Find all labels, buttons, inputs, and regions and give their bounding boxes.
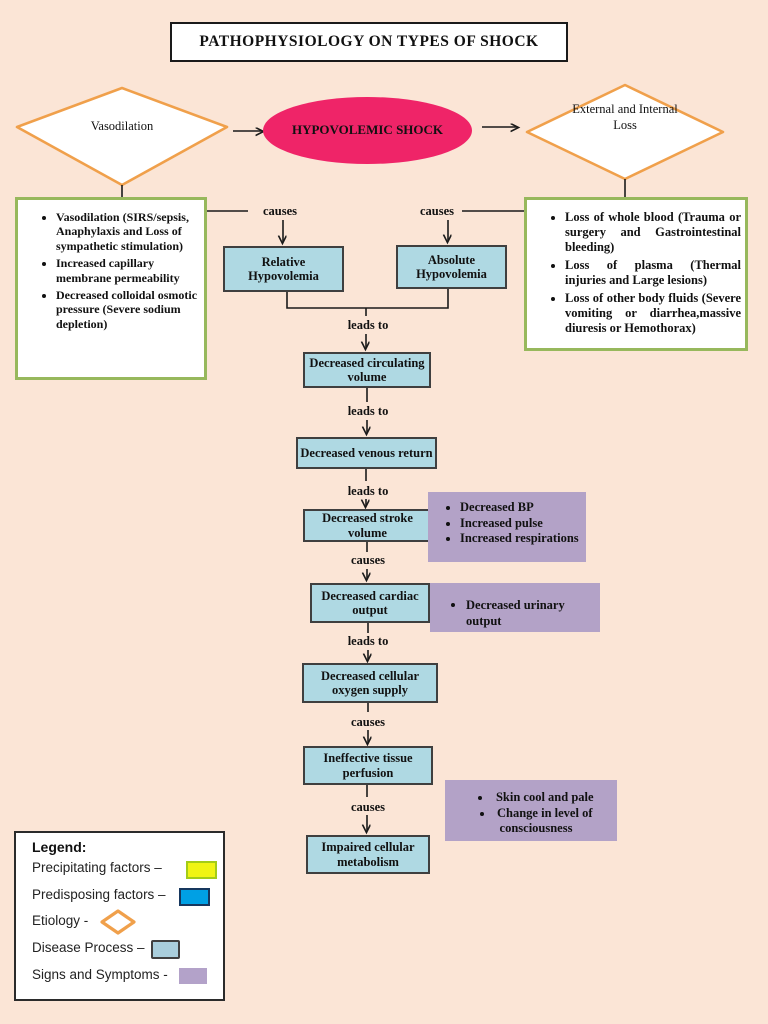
legend-row-disease-process: Disease Process – [16,937,223,959]
bullet-item: Decreased BP [460,500,584,516]
process-box-decreased-cellular-oxygen-supply: Decreased cellular oxygen supply [302,663,438,703]
process-box-decreased-circulating-volume: Decreased circulating volume [303,352,431,388]
legend-label: Precipitating factors – [32,860,162,875]
bullet-item: Decreased colloidal osmotic pressure (Se… [56,288,200,331]
bullet-item: Increased respirations [460,531,584,547]
connector-label-causes-right: causes [419,204,455,218]
legend-title: Legend: [32,839,87,855]
legend-label: Disease Process – [32,940,145,955]
hypovolemic-shock-label: HYPOVOLEMIC SHOCK [291,122,444,138]
signs-list: Skin cool and pale Change in level of co… [451,790,611,837]
merge-connector [286,289,449,348]
connector-label: leads to [347,484,389,498]
connector-label-causes-left: causes [262,204,298,218]
etiology-diamond-left-label: Vasodilation [90,119,154,133]
hypovolemic-shock-ellipse: HYPOVOLEMIC SHOCK [263,97,472,164]
process-box-decreased-cardiac-output: Decreased cardiac output [310,583,430,623]
bullet-item: Change in level of consciousness [461,806,611,837]
connector-label: leads to [347,404,389,418]
disease-process-swatch [151,940,180,959]
process-box-decreased-venous-return: Decreased venous return [296,437,437,469]
legend-label: Predisposing factors – [32,887,166,902]
bullet-item: Loss of whole blood (Trauma or surgery a… [565,210,741,255]
causes-right-connector [448,210,524,241]
causes-left-connector [207,210,283,242]
legend-row-signs-symptoms: Signs and Symptoms - [16,964,223,986]
signs-symptoms-swatch [179,968,207,984]
diamond-swatch [96,908,140,936]
bullet-item: Increased capillary membrane permeabilit… [56,256,200,285]
bullet-item: Decreased urinary output [466,595,598,629]
connector-label: causes [350,553,386,567]
bullet-item: Skin cool and pale [461,790,611,806]
process-box-ineffective-tissue-perfusion: Ineffective tissue perfusion [303,746,433,785]
process-box-absolute-hypovolemia: Absolute Hypovolemia [396,245,507,289]
precipitating-factors-left-list: Vasodilation (SIRS/sepsis, Anaphylaxis a… [18,210,200,331]
legend-label: Etiology - [32,913,89,928]
precipitating-factors-right-box: Loss of whole blood (Trauma or surgery a… [524,197,748,351]
signs-box-cardiac-output: Decreased urinary output [430,583,600,632]
signs-box-tissue-perfusion: Skin cool and pale Change in level of co… [445,780,617,841]
legend-row-predisposing: Predisposing factors – [16,884,223,906]
connector-label: causes [350,715,386,729]
diamond-drop-lines [121,179,626,198]
signs-list: Decreased BP Increased pulse Increased r… [428,500,584,547]
bullet-item: Loss of plasma (Thermal injuries and Lar… [565,258,741,288]
process-box-decreased-stroke-volume: Decreased stroke volume [303,509,432,542]
signs-list: Decreased urinary output [430,595,598,629]
precipitating-factors-left-box: Vasodilation (SIRS/sepsis, Anaphylaxis a… [15,197,207,380]
bullet-item: Loss of other body fluids (Severe vomiti… [565,291,741,336]
bullet-item: Vasodilation (SIRS/sepsis, Anaphylaxis a… [56,210,200,253]
etiology-diamond-right-label: External and Internal Loss [572,102,678,132]
process-box-relative-hypovolemia: Relative Hypovolemia [223,246,344,292]
connector-label: leads to [347,634,389,648]
connector-label: leads to [347,318,389,332]
precipitating-factors-right-list: Loss of whole blood (Trauma or surgery a… [527,210,741,336]
chain-connectors [366,388,368,831]
yellow-swatch [186,861,217,879]
legend-label: Signs and Symptoms - [32,967,168,982]
blue-swatch [179,888,210,906]
legend-box: Legend: Precipitating factors – Predispo… [14,831,225,1001]
signs-box-stroke-volume: Decreased BP Increased pulse Increased r… [428,492,586,562]
page-title: PATHOPHYSIOLOGY ON TYPES OF SHOCK [170,22,568,62]
legend-row-etiology: Etiology - [16,909,223,935]
etiology-diamond-left-shape [15,86,229,187]
legend-row-precipitating: Precipitating factors – [16,857,223,879]
process-box-impaired-cellular-metabolism: Impaired cellular metabolism [306,835,430,874]
bullet-item: Increased pulse [460,516,584,532]
connector-label: causes [350,800,386,814]
